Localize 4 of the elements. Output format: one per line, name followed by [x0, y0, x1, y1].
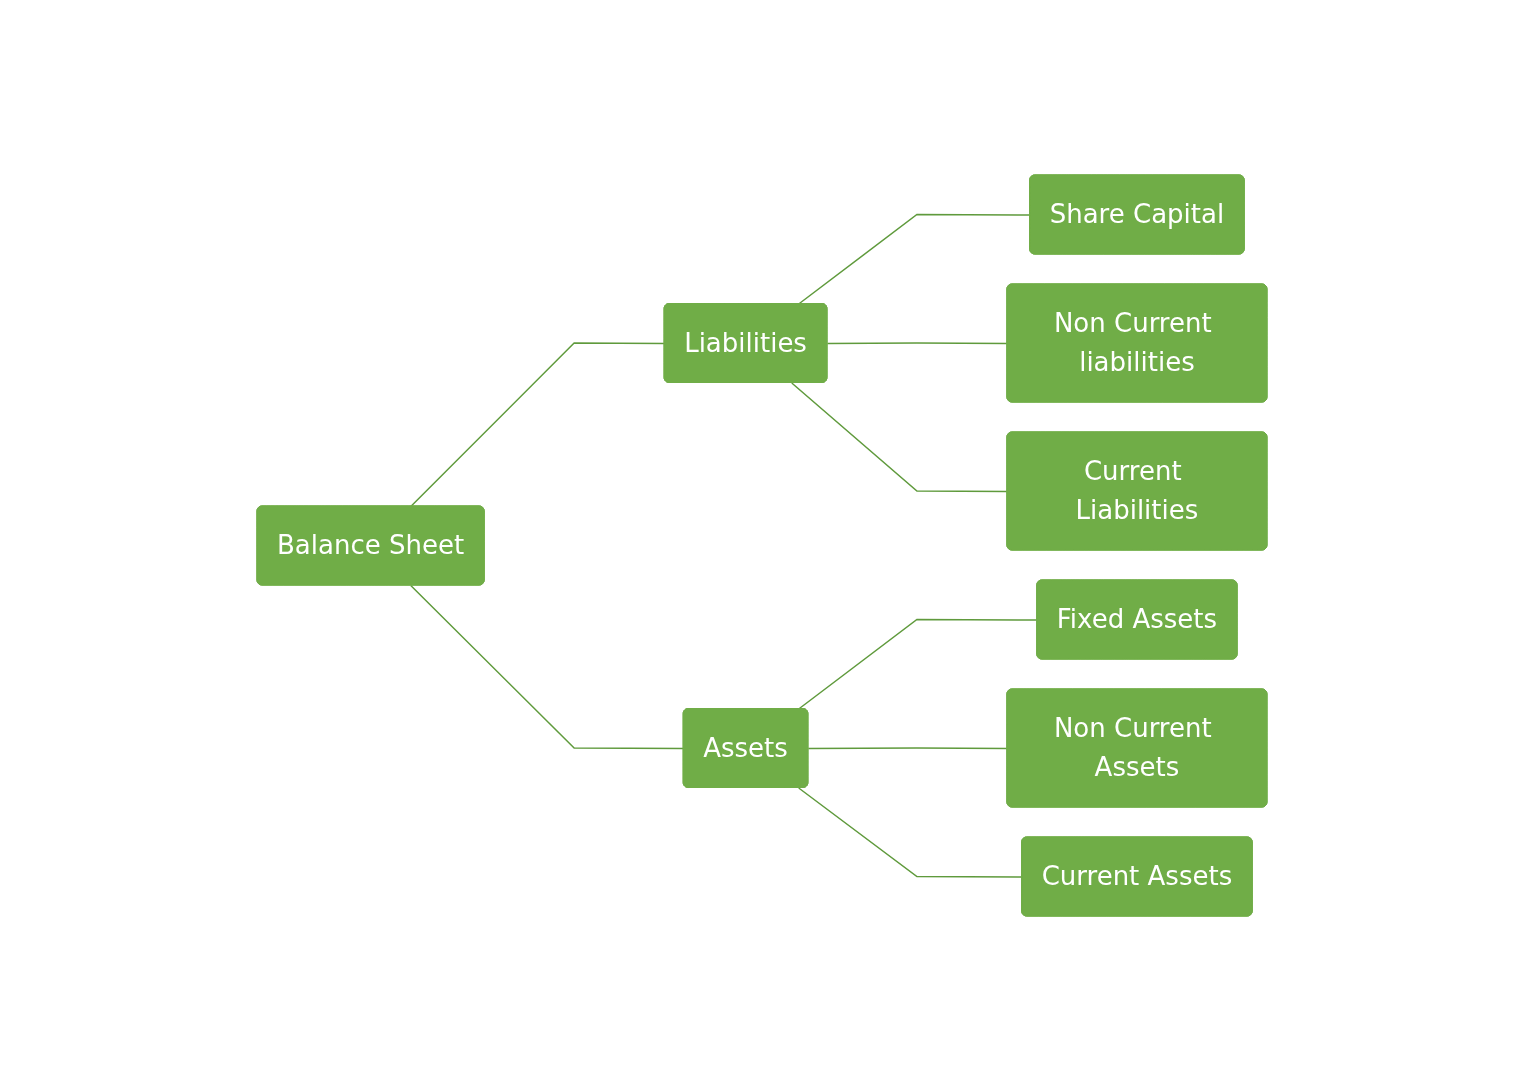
connector [798, 787, 1023, 878]
connector [410, 584, 685, 750]
connector [798, 213, 1031, 305]
connector [410, 342, 666, 508]
